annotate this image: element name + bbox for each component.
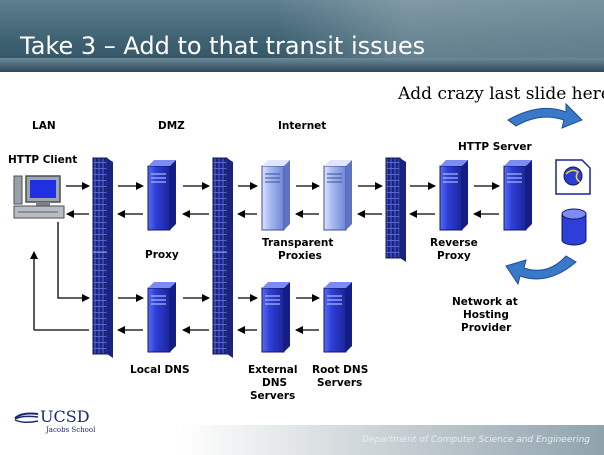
slide-note: Add crazy last slide here	[398, 84, 604, 104]
local-dns-server	[147, 282, 176, 353]
web-page-icon	[555, 159, 591, 195]
firewall-lan-dmz	[92, 157, 113, 358]
logo-mark-icon	[14, 412, 39, 424]
root-dns-label-line1: Root DNS	[312, 364, 368, 376]
header-stripe	[0, 58, 604, 72]
zone-label-dmz: DMZ	[158, 120, 185, 132]
hosting-label-line1: Network at	[452, 296, 518, 308]
slide-title: Take 3 – Add to that transit issues	[20, 32, 426, 60]
footer-bar: Department of Computer Science and Engin…	[0, 425, 604, 455]
transparent-proxy-server-2	[323, 160, 352, 231]
root-dns-server	[323, 282, 352, 353]
external-dns-server	[261, 282, 290, 353]
external-dns-label-line1: External	[248, 364, 297, 376]
logo-text: UCSD	[40, 407, 90, 426]
zone-label-lan: LAN	[32, 120, 56, 132]
external-dns-label-line2: DNS	[262, 377, 287, 389]
footer-department: Department of Computer Science and Engin…	[361, 435, 590, 445]
reverse-proxy-label-line2: Proxy	[437, 250, 471, 262]
reverse-proxy-server	[439, 160, 468, 231]
zone-label-internet: Internet	[278, 120, 326, 132]
logo-subtext: Jacobs School	[46, 426, 96, 434]
http-server	[503, 160, 532, 231]
hosting-label-line2: Hosting	[463, 309, 509, 321]
curved-arrow-icon	[505, 102, 583, 286]
firewall-dmz-internet	[212, 157, 233, 358]
computer-icon	[13, 175, 65, 219]
root-dns-label-line2: Servers	[317, 377, 362, 389]
transparent-proxies-label-line2: Proxies	[278, 250, 322, 262]
database-icon	[561, 208, 587, 246]
connector-arrows	[30, 182, 500, 334]
hosting-label-line3: Provider	[461, 322, 512, 334]
transparent-proxies-label-line1: Transparent	[262, 237, 333, 249]
http-client-label: HTTP Client	[8, 154, 77, 166]
proxy-server	[147, 160, 176, 231]
http-server-label: HTTP Server	[458, 141, 533, 153]
firewall-hosting	[385, 157, 406, 262]
local-dns-label: Local DNS	[130, 364, 190, 376]
title-bar: Take 3 – Add to that transit issues	[0, 0, 604, 72]
reverse-proxy-label-line1: Reverse	[430, 237, 478, 249]
proxy-label: Proxy	[145, 249, 179, 261]
external-dns-label-line3: Servers	[250, 390, 295, 402]
transparent-proxy-server-1	[261, 160, 290, 231]
ucsd-logo: UCSD Jacobs School	[14, 407, 124, 444]
